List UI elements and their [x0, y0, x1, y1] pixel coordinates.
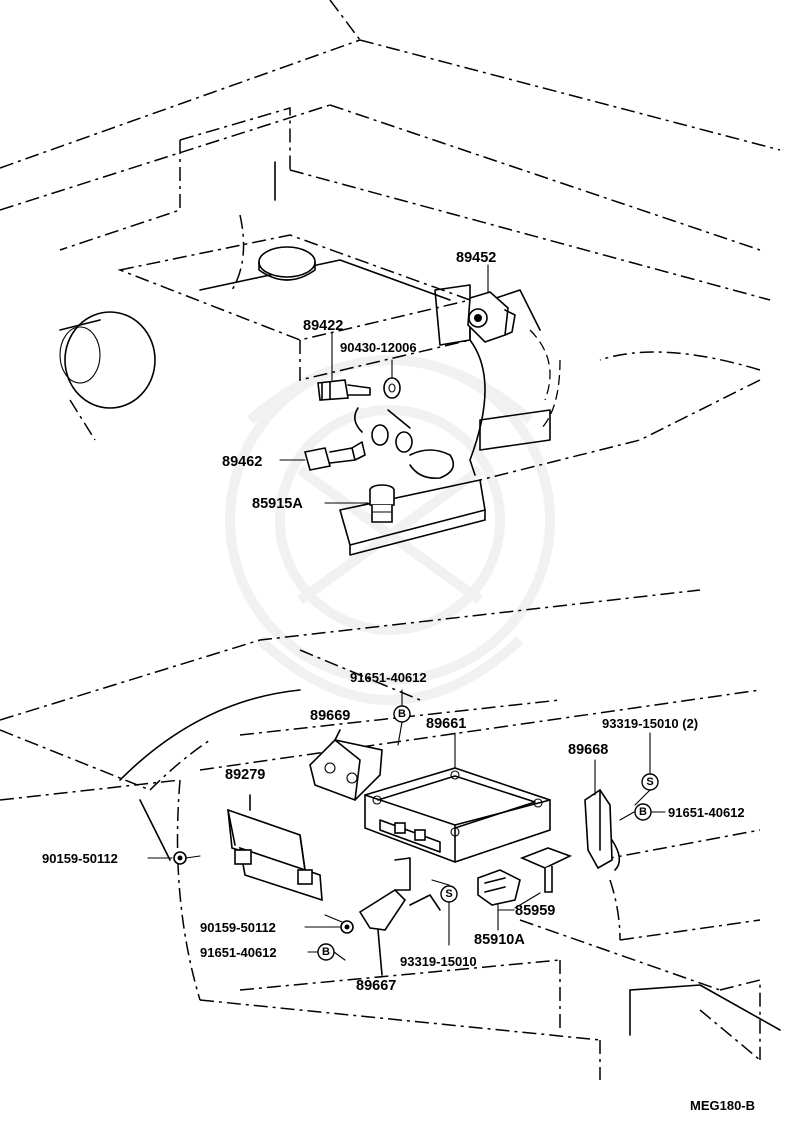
label-91651-40612-top: 91651-40612	[350, 670, 427, 685]
marker-b-right: B	[634, 803, 652, 821]
label-89661: 89661	[426, 716, 466, 732]
leader-lines	[147, 689, 666, 961]
label-91651-40612-right: 91651-40612	[668, 805, 745, 820]
connector-85910A	[477, 869, 521, 931]
part-85959	[514, 847, 573, 909]
label-89669: 89669	[310, 708, 350, 724]
label-85959: 85959	[515, 903, 555, 919]
sensor-89452	[467, 264, 516, 343]
label-93319-15010-2: 93319-15010 (2)	[602, 716, 698, 731]
marker-b-left: B	[317, 943, 335, 961]
bolt-90159-b	[324, 914, 354, 934]
label-90159-50112-b: 90159-50112	[200, 920, 276, 935]
label-90159-50112-a: 90159-50112	[42, 851, 118, 866]
part-85915A	[324, 484, 395, 523]
part-labels: 89452 89422 90430-12006 89462 85915A 916…	[42, 250, 755, 1113]
label-93319-15010: 93319-15010	[400, 954, 477, 969]
svg-text:S: S	[445, 888, 452, 900]
bracket-89668	[584, 759, 621, 871]
svg-text:B: B	[639, 806, 647, 818]
svg-text:B: B	[398, 708, 406, 720]
label-85910A: 85910A	[474, 932, 525, 948]
svg-text:S: S	[646, 776, 653, 788]
marker-s-right: S	[641, 773, 659, 791]
label-90430-12006: 90430-12006	[340, 340, 417, 355]
bracket-89667	[358, 857, 441, 976]
marker-s-center: S	[440, 885, 458, 903]
label-91651-40612-left: 91651-40612	[200, 945, 277, 960]
sensor-89422	[317, 332, 455, 480]
label-89422: 89422	[303, 318, 343, 334]
upper-engine-bay	[0, 0, 781, 556]
label-89667: 89667	[356, 978, 396, 994]
svg-text:B: B	[322, 946, 330, 958]
ecu-89661	[364, 732, 551, 863]
diagram-code: MEG180-B	[690, 1098, 755, 1113]
label-85915A: 85915A	[252, 496, 303, 512]
bolt-90159-a	[173, 851, 201, 865]
label-89462: 89462	[222, 454, 262, 470]
marker-b-top: B	[393, 705, 411, 723]
bracket-89669	[309, 729, 383, 801]
sensor-89462	[279, 441, 366, 471]
lower-body-area	[0, 589, 781, 1080]
label-89279: 89279	[225, 767, 265, 783]
label-89452: 89452	[456, 250, 496, 266]
label-89668: 89668	[568, 742, 608, 758]
bracket-89279	[227, 794, 323, 902]
